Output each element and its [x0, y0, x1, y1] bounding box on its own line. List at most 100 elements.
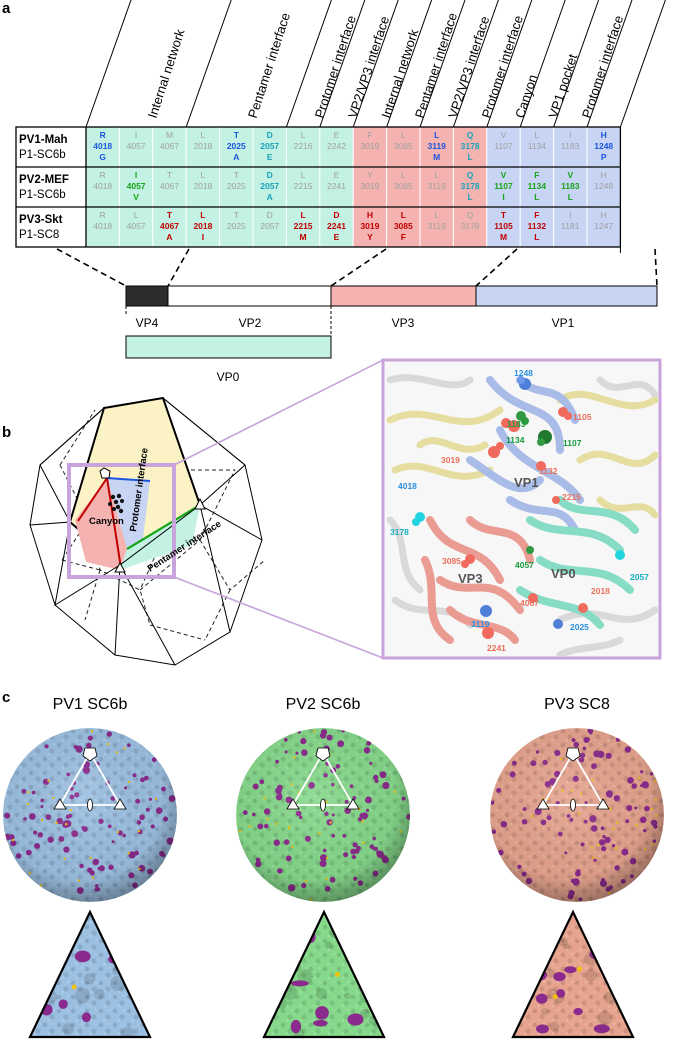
cell-residue: H [601, 130, 607, 140]
table-cell-bg [352, 166, 388, 208]
cell-position: 3085 [394, 221, 413, 231]
cell-position: 3085 [394, 141, 413, 151]
vp4-segment [125, 285, 169, 307]
cell-position: 3019 [360, 221, 379, 231]
cell-position: 4018 [93, 181, 112, 191]
cell-residue: V [567, 170, 573, 180]
cell-position: 3119 [428, 181, 447, 191]
cell-position: 4067 [160, 221, 179, 231]
row-serotype-label: P1-SC6b [19, 189, 66, 201]
cell-position: 2025 [227, 181, 246, 191]
table-cell-bg [352, 126, 388, 168]
vp2-segment [167, 285, 332, 307]
cell-residue: Y [367, 170, 373, 180]
cell-mutation: P [601, 152, 607, 162]
vp2-label: VP2 [239, 316, 262, 330]
table-cell-bg [118, 206, 154, 248]
cell-residue: D [267, 210, 273, 220]
cell-residue: L [535, 130, 540, 140]
cell-residue: L [401, 170, 406, 180]
cell-residue: L [134, 210, 139, 220]
cell-residue: F [534, 170, 539, 180]
cell-residue: T [234, 130, 240, 140]
cell-position: 2057 [260, 141, 279, 151]
cell-mutation: V [133, 192, 139, 202]
cell-mutation: L [534, 232, 539, 242]
panel-label-c: c [2, 689, 10, 706]
column-header: Pentamer interface [245, 11, 293, 120]
cell-mutation: L [467, 152, 472, 162]
cell-residue: T [501, 210, 507, 220]
residue-label: 4067 [520, 598, 539, 608]
cell-position: 1183 [561, 141, 580, 151]
cell-position: 1181 [561, 221, 580, 231]
cell-mutation: A [233, 152, 239, 162]
cell-residue: F [534, 210, 539, 220]
cell-residue: D [267, 170, 273, 180]
cell-position: 2057 [260, 181, 279, 191]
vp0-segment [125, 335, 332, 359]
zoom-lines [173, 359, 384, 659]
cell-position: 3178 [461, 181, 480, 191]
table-cell-bg [85, 126, 120, 168]
table-cell-bg [319, 126, 354, 168]
cell-mutation: L [534, 192, 539, 202]
table-cell-bg [152, 206, 187, 248]
cell-position: 1247 [594, 221, 613, 231]
cell-residue: R [100, 170, 106, 180]
vp3-structure-label: VP3 [458, 571, 483, 586]
residue-label: 4057 [515, 560, 534, 570]
mutation-table [15, 126, 622, 253]
cell-position: 1248 [594, 181, 613, 191]
vp0-label: VP0 [217, 370, 240, 384]
cell-residue: Q [467, 210, 474, 220]
cell-residue: L [434, 210, 439, 220]
table-cells: R4018GI4057M4067L2018T2025AD2057EL2216E2… [93, 130, 613, 242]
row-labels: PV1-MahP1-SC6bPV2-MEFP1-SC6bPV3-SktP1-SC… [19, 134, 69, 241]
capsid-protein-bar: VP4 VP2 VP3 VP1 VP0 [125, 285, 658, 384]
virion: PV1 SC6b [3, 696, 177, 1039]
cell-residue: Q [467, 130, 474, 140]
cell-position: 3178 [461, 141, 480, 151]
cell-residue: V [501, 130, 507, 140]
virion-title: PV1 SC6b [53, 696, 128, 713]
virion-title: PV3 SC8 [544, 696, 610, 713]
cell-mutation: G [99, 152, 106, 162]
cell-mutation: A [166, 232, 172, 242]
residue-label: 1134 [506, 435, 525, 445]
cell-residue: T [167, 170, 172, 180]
cell-position: 3019 [360, 141, 379, 151]
cell-residue: E [334, 170, 340, 180]
cell-residue: F [367, 130, 372, 140]
column-header: VP1 pocket [545, 52, 580, 120]
cell-residue: T [234, 170, 239, 180]
cell-position: 3085 [394, 181, 413, 191]
cell-position: 4067 [160, 181, 179, 191]
cell-mutation: M [433, 152, 440, 162]
row-strain-label: PV3-Skt [19, 214, 63, 226]
cell-position: 1183 [561, 181, 580, 191]
cell-position: 2018 [193, 221, 212, 231]
residue-label: 1183 [507, 419, 526, 429]
row-strain-label: PV1-Mah [19, 134, 68, 146]
vp1-structure-label: VP1 [514, 475, 539, 490]
vp4-label: VP4 [136, 316, 159, 330]
residue-label: 2018 [591, 586, 610, 596]
residue-label: 2025 [570, 622, 589, 632]
connector-lines [56, 248, 658, 287]
cell-residue: I [135, 170, 137, 180]
virion-title: PV2 SC6b [286, 696, 361, 713]
cell-residue: L [301, 170, 306, 180]
cell-position: 1134 [528, 141, 547, 151]
cell-residue: I [135, 130, 137, 140]
vp1-segment [475, 285, 658, 307]
virion-renderings: PV1 SC6b PV2 SC6b PV3 SC8 [3, 696, 664, 1039]
cell-mutation: Y [367, 232, 373, 242]
cell-residue: L [401, 210, 406, 220]
column-header: Internal network [145, 27, 188, 120]
table-cell-bg [386, 206, 421, 248]
cell-position: 3019 [360, 181, 379, 191]
cell-position: 3178 [461, 221, 480, 231]
